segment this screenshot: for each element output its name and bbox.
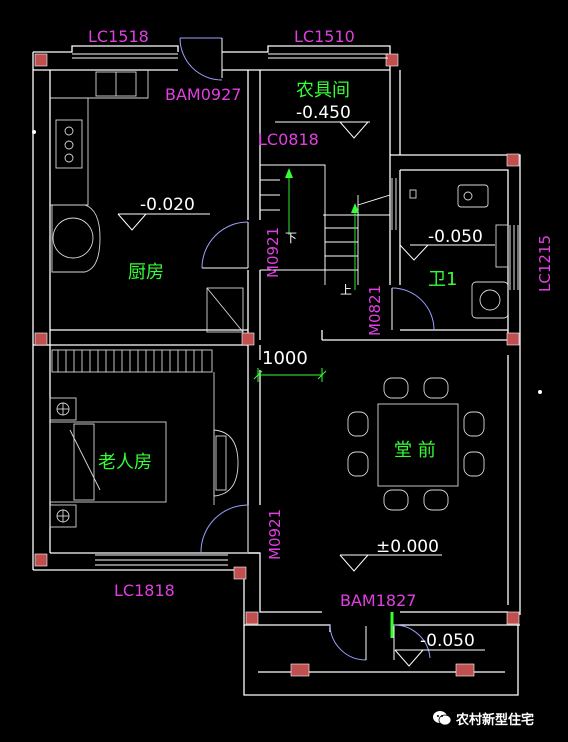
bathroom-fixtures <box>409 184 509 319</box>
level-bathroom: -0.050 <box>428 227 483 247</box>
level-kitchen: -0.020 <box>140 195 195 215</box>
door-label-m0821: M0821 <box>366 285 384 336</box>
exterior-walls <box>32 45 521 696</box>
door-label-m0921-bedroom: M0921 <box>266 509 284 560</box>
level-porch: -0.050 <box>420 631 475 651</box>
window-label-lc0818: LC0818 <box>258 130 319 149</box>
stairs <box>260 164 391 290</box>
columns <box>34 53 520 677</box>
stair-up-label: 上 <box>340 283 352 297</box>
room-label-tool-room: 农具间 <box>296 80 350 101</box>
watermark-text: 农村新型住宅 <box>456 712 535 728</box>
window-label-lc1510: LC1510 <box>294 27 355 46</box>
door-swings <box>179 37 435 661</box>
watermark: 农村新型住宅 <box>432 708 534 728</box>
level-markers <box>117 121 495 667</box>
wechat-icon <box>432 710 452 726</box>
room-label-hall: 堂 前 <box>394 440 436 461</box>
window-label-lc1518: LC1518 <box>88 27 149 46</box>
bedroom-fixtures <box>49 349 239 528</box>
level-hall: ±0.000 <box>376 537 439 557</box>
dining-set <box>347 377 485 511</box>
interior-walls <box>33 70 508 554</box>
level-tool-room: -0.450 <box>296 103 351 123</box>
room-label-bathroom: 卫1 <box>428 269 457 290</box>
door-label-m0921-kitchen: M0921 <box>264 227 282 278</box>
kitchen-fixtures <box>50 70 244 333</box>
axis-marker <box>538 390 542 394</box>
axis-marker <box>32 130 36 134</box>
window-label-lc1215: LC1215 <box>536 235 554 292</box>
dimension-label: 1000 <box>262 348 308 369</box>
dimension-1000 <box>253 368 327 382</box>
door-label-bam0927: BAM0927 <box>165 85 241 104</box>
room-label-kitchen: 厨房 <box>128 262 164 283</box>
door-label-bam1827: BAM1827 <box>340 591 416 610</box>
stair-down-label: 下 <box>285 231 297 245</box>
window-label-lc1818: LC1818 <box>114 581 175 600</box>
window-symbols <box>72 53 519 566</box>
room-label-bedroom: 老人房 <box>98 452 152 473</box>
